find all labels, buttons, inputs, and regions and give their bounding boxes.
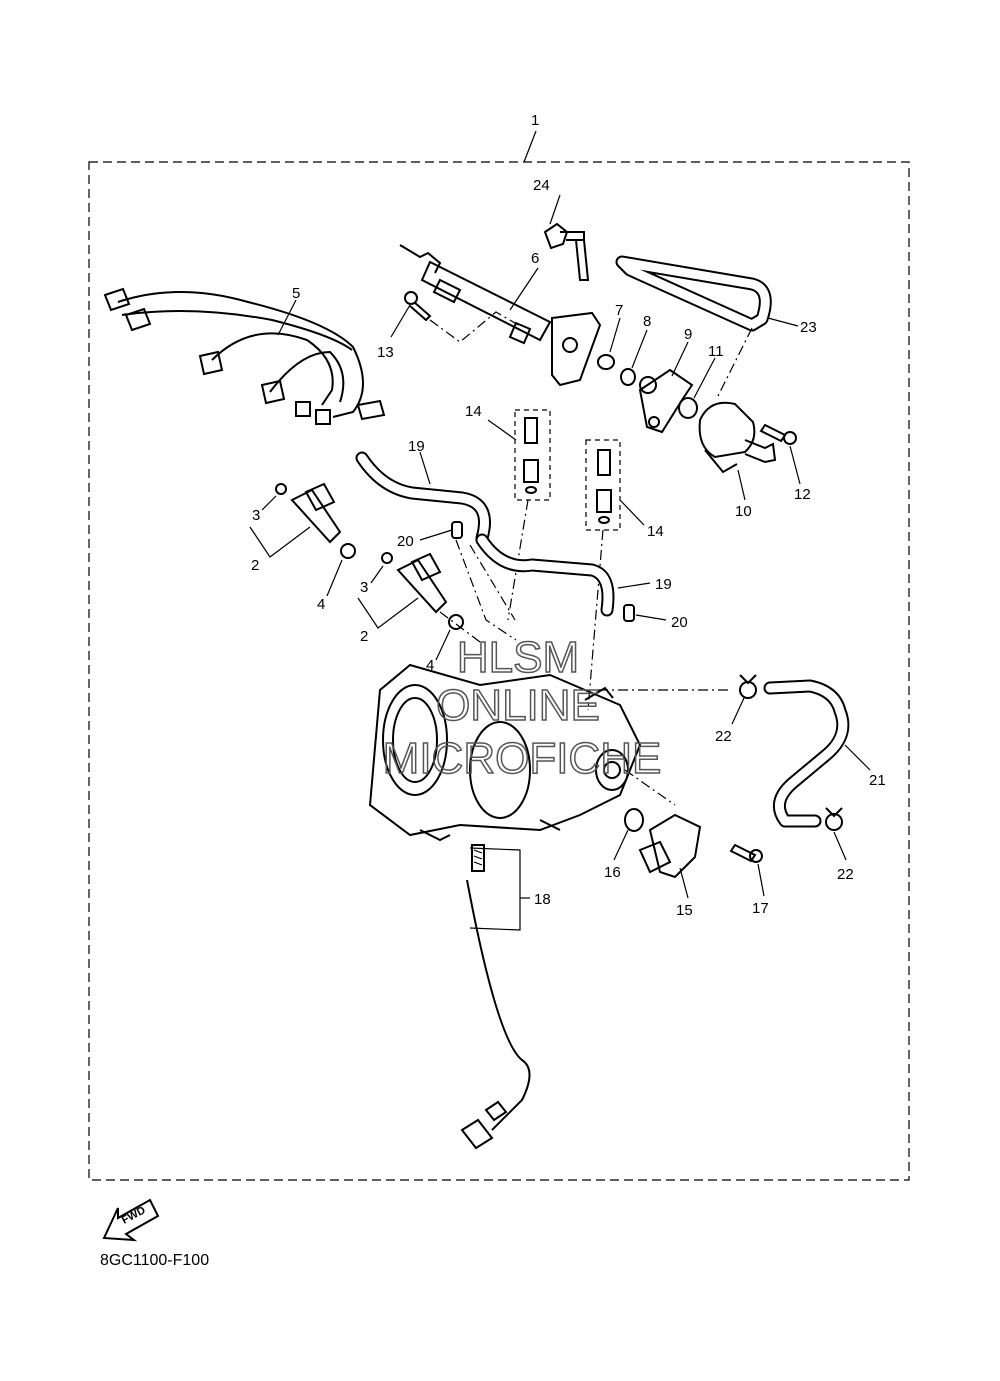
watermark: HLSM ONLINE MICROFICHE	[382, 632, 662, 784]
callout-4-right: 4	[426, 657, 434, 674]
callout-19-lower: 19	[655, 576, 672, 593]
part-13-screw	[390, 291, 521, 343]
part-24-clip	[543, 194, 590, 281]
part-3-o-ring-right	[370, 552, 393, 584]
part-15-sensor	[638, 813, 702, 899]
part-3-o-ring-left	[261, 483, 287, 511]
callout-8: 8	[643, 313, 651, 330]
callout-5: 5	[292, 285, 300, 302]
callout-3-right: 3	[360, 579, 368, 596]
callout-1: 1	[531, 112, 539, 129]
callout-2-left: 2	[251, 557, 259, 574]
callout-14-lower: 14	[647, 523, 664, 540]
part-22-clamp-upper	[731, 674, 757, 725]
callout-3-left: 3	[252, 507, 260, 524]
callout-10: 10	[735, 503, 752, 520]
fwd-arrow-icon: FWD	[102, 1198, 160, 1242]
part-22-clamp-lower	[825, 807, 847, 861]
part-7-collar	[597, 317, 621, 370]
part-14-kit-upper	[487, 409, 551, 621]
part-19-hose-upper	[355, 451, 516, 621]
watermark-line-3: MICROFICHE	[383, 734, 662, 783]
part-20-cap-upper	[419, 521, 517, 641]
callout-18: 18	[534, 891, 551, 908]
callout-15: 15	[676, 902, 693, 919]
callout-21: 21	[869, 772, 886, 789]
part-21-hose	[763, 679, 871, 828]
callout-23: 23	[800, 319, 817, 336]
part-20-cap-lower	[623, 604, 667, 622]
callout-20-upper: 20	[397, 533, 414, 550]
callout-17: 17	[752, 900, 769, 917]
watermark-line-2: ONLINE	[436, 681, 600, 730]
part-2-injector-left	[249, 482, 342, 558]
callout-4-left: 4	[317, 596, 325, 613]
callout-19-upper: 19	[408, 438, 425, 455]
callout-11: 11	[708, 343, 724, 360]
part-17-screw	[729, 843, 765, 897]
part-12-screw	[759, 423, 801, 485]
callout-9: 9	[684, 326, 692, 343]
callout-labels: 1 24 6 5 23 7 8 9 11 13 14 19 12 10 3 2 …	[251, 112, 886, 919]
callout-16: 16	[604, 864, 621, 881]
callout-2-right: 2	[360, 628, 368, 645]
part-16-o-ring	[613, 808, 644, 861]
part-4-seal-left	[326, 543, 356, 597]
watermark-line-1: HLSM	[457, 633, 579, 682]
leader-1	[523, 130, 537, 163]
part-23-hose	[615, 255, 799, 399]
callout-13: 13	[377, 344, 394, 361]
callout-24: 24	[533, 177, 550, 194]
part-4-seal-right	[435, 614, 464, 661]
throttle-body	[368, 663, 728, 842]
part-8-o-ring	[620, 329, 648, 386]
callout-14-upper: 14	[465, 403, 482, 420]
part-6-delivery-pipe	[399, 244, 602, 387]
callout-7: 7	[615, 302, 623, 319]
part-14-kit-lower	[585, 439, 645, 711]
part-18-cable	[460, 844, 531, 1150]
callout-22-upper: 22	[715, 728, 732, 745]
callout-12: 12	[794, 486, 811, 503]
part-9-joint	[638, 341, 694, 434]
callout-20-lower: 20	[671, 614, 688, 631]
part-2-injector-right	[357, 552, 481, 643]
drawing-code: 8GC1100-F100	[100, 1252, 210, 1269]
part-19-hose-lower	[475, 533, 651, 617]
assembly-boundary	[88, 161, 910, 1181]
part-5-wire-harness	[103, 287, 386, 425]
part-11-o-ring	[678, 357, 716, 419]
callout-6: 6	[531, 250, 539, 267]
callout-22-lower: 22	[837, 866, 854, 883]
part-10-pressure-regulator	[698, 401, 777, 501]
